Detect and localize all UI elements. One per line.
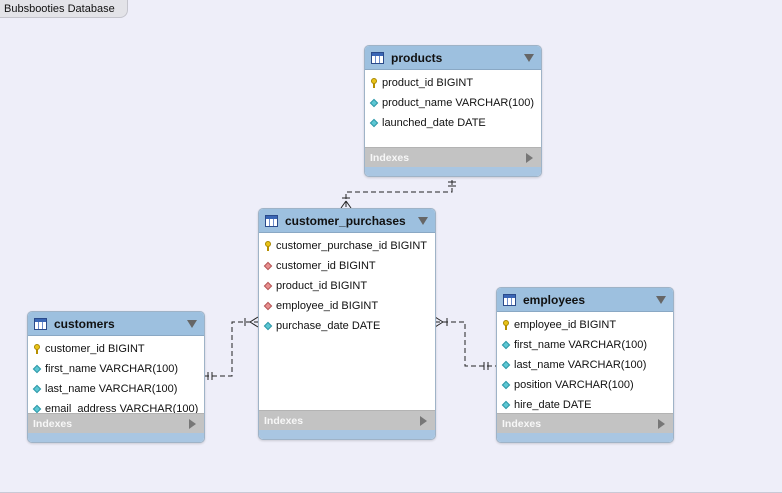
indexes-label: Indexes bbox=[264, 414, 304, 427]
table-header[interactable]: employees bbox=[497, 288, 673, 312]
column-row[interactable]: customer_id BIGINT bbox=[28, 339, 204, 359]
column-label: last_name VARCHAR(100) bbox=[45, 383, 178, 395]
column-label: customer_id BIGINT bbox=[276, 260, 376, 272]
primary-key-icon bbox=[33, 344, 41, 354]
table-customers[interactable]: customers customer_id BIGINT first_name … bbox=[27, 311, 205, 443]
column-row[interactable]: last_name VARCHAR(100) bbox=[497, 355, 673, 375]
column-icon bbox=[264, 321, 272, 331]
column-label: product_name VARCHAR(100) bbox=[382, 97, 535, 109]
indexes-bar[interactable]: Indexes bbox=[365, 147, 541, 176]
column-row[interactable]: employee_id BIGINT bbox=[497, 315, 673, 335]
table-name: customers bbox=[54, 316, 115, 331]
column-row[interactable]: position VARCHAR(100) bbox=[497, 375, 673, 395]
expand-arrow-icon[interactable] bbox=[526, 153, 533, 163]
column-label: product_id BIGINT bbox=[276, 280, 368, 292]
table-name: products bbox=[391, 50, 443, 65]
column-row[interactable]: first_name VARCHAR(100) bbox=[28, 359, 204, 379]
column-icon bbox=[370, 98, 378, 108]
indexes-label: Indexes bbox=[33, 417, 73, 430]
column-row[interactable]: launched_date DATE bbox=[365, 113, 541, 133]
table-name: customer_purchases bbox=[285, 213, 406, 228]
primary-key-icon bbox=[370, 78, 378, 88]
column-label: position VARCHAR(100) bbox=[514, 379, 634, 391]
column-label: first_name VARCHAR(100) bbox=[45, 363, 179, 375]
column-row[interactable]: product_id BIGINT bbox=[259, 276, 435, 296]
column-row[interactable]: first_name VARCHAR(100) bbox=[497, 335, 673, 355]
column-icon bbox=[502, 360, 510, 370]
table-employees[interactable]: employees employee_id BIGINT first_name … bbox=[496, 287, 674, 443]
table-customer-purchases[interactable]: customer_purchases customer_purchase_id … bbox=[258, 208, 436, 440]
column-label: launched_date DATE bbox=[382, 117, 486, 129]
column-row[interactable]: customer_purchase_id BIGINT bbox=[259, 236, 435, 256]
column-label: product_id BIGINT bbox=[382, 77, 474, 89]
column-row[interactable]: purchase_date DATE bbox=[259, 316, 435, 336]
foreign-key-icon bbox=[264, 261, 272, 271]
column-label: hire_date DATE bbox=[514, 399, 592, 411]
table-icon bbox=[371, 51, 384, 64]
indexes-bar[interactable]: Indexes bbox=[497, 413, 673, 442]
expand-arrow-icon[interactable] bbox=[189, 419, 196, 429]
table-header[interactable]: products bbox=[365, 46, 541, 70]
table-icon bbox=[34, 317, 47, 330]
column-row[interactable]: last_name VARCHAR(100) bbox=[28, 379, 204, 399]
table-name: employees bbox=[523, 292, 586, 307]
column-icon bbox=[502, 380, 510, 390]
expand-arrow-icon[interactable] bbox=[658, 419, 665, 429]
table-icon bbox=[503, 293, 516, 306]
column-label: employee_id BIGINT bbox=[514, 319, 617, 331]
column-label: last_name VARCHAR(100) bbox=[514, 359, 647, 371]
column-icon bbox=[370, 118, 378, 128]
column-label: customer_purchase_id BIGINT bbox=[276, 240, 428, 252]
table-header[interactable]: customer_purchases bbox=[259, 209, 435, 233]
relation-products-purchases bbox=[345, 180, 453, 208]
collapse-arrow-icon[interactable] bbox=[524, 54, 534, 62]
indexes-label: Indexes bbox=[502, 417, 542, 430]
column-row[interactable]: email_address VARCHAR(100) bbox=[28, 399, 204, 419]
primary-key-icon bbox=[264, 241, 272, 251]
table-header[interactable]: customers bbox=[28, 312, 204, 336]
indexes-bar[interactable]: Indexes bbox=[259, 410, 435, 439]
indexes-label: Indexes bbox=[370, 151, 410, 164]
column-row[interactable]: product_id BIGINT bbox=[365, 73, 541, 93]
column-row[interactable]: hire_date DATE bbox=[497, 395, 673, 415]
relation-customers-purchases bbox=[204, 321, 258, 377]
indexes-bar[interactable]: Indexes bbox=[28, 413, 204, 442]
column-label: first_name VARCHAR(100) bbox=[514, 339, 648, 351]
column-label: employee_id BIGINT bbox=[276, 300, 379, 312]
column-icon bbox=[502, 400, 510, 410]
collapse-arrow-icon[interactable] bbox=[656, 296, 666, 304]
column-icon bbox=[33, 384, 41, 394]
primary-key-icon bbox=[502, 320, 510, 330]
column-label: purchase_date DATE bbox=[276, 320, 381, 332]
database-tab[interactable]: Bubsbooties Database bbox=[0, 0, 128, 18]
collapse-arrow-icon[interactable] bbox=[418, 217, 428, 225]
table-products[interactable]: products product_id BIGINT product_name … bbox=[364, 45, 542, 177]
collapse-arrow-icon[interactable] bbox=[187, 320, 197, 328]
column-label: email_address VARCHAR(100) bbox=[45, 403, 199, 415]
column-icon bbox=[33, 364, 41, 374]
column-label: customer_id BIGINT bbox=[45, 343, 145, 355]
foreign-key-icon bbox=[264, 301, 272, 311]
column-icon bbox=[502, 340, 510, 350]
foreign-key-icon bbox=[264, 281, 272, 291]
column-row[interactable]: customer_id BIGINT bbox=[259, 256, 435, 276]
column-row[interactable]: product_name VARCHAR(100) bbox=[365, 93, 541, 113]
relation-employees-purchases bbox=[435, 321, 496, 367]
column-row[interactable]: employee_id BIGINT bbox=[259, 296, 435, 316]
expand-arrow-icon[interactable] bbox=[420, 416, 427, 426]
table-icon bbox=[265, 214, 278, 227]
